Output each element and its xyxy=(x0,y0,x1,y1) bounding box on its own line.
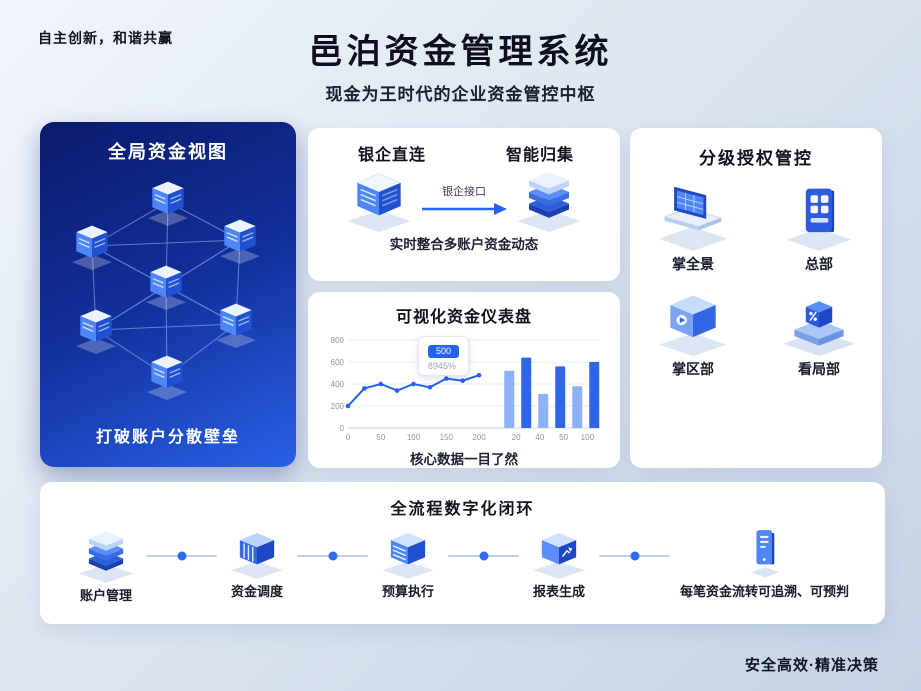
process-connector xyxy=(297,555,368,557)
phone-trace-icon xyxy=(735,527,795,579)
dashboard-caption: 核心数据一目了然 xyxy=(410,452,518,467)
process-panel-title: 全流程数字化闭环 xyxy=(390,501,535,518)
arrow-label: 银企接口 xyxy=(442,185,486,198)
bank-connect-title: 银企直连 xyxy=(358,147,427,164)
svg-text:100: 100 xyxy=(407,433,421,442)
account-node-icon xyxy=(219,218,261,264)
auth-item-label: 掌全景 xyxy=(672,256,714,272)
auth-item-label: 掌区部 xyxy=(672,361,714,377)
auth-panel-title: 分级授权管控 xyxy=(699,149,813,168)
process-connector xyxy=(146,555,217,557)
svg-text:600: 600 xyxy=(331,358,345,367)
page-title: 邑泊资金管理系统 xyxy=(308,33,613,71)
collect-stack-icon xyxy=(514,167,584,232)
global-view-title: 全局资金视图 xyxy=(108,142,228,162)
account-node-icon xyxy=(146,354,188,400)
auth-item-headquarters: 总部 xyxy=(756,183,882,274)
dashboard-panel: 可视化资金仪表盘 0 200 400 600 800 0 50 100 150 200 20 40 50… xyxy=(308,292,620,468)
laptop-icon xyxy=(653,183,733,251)
bank-server-icon xyxy=(344,167,414,232)
process-step-label: 账户管理 xyxy=(79,588,132,603)
svg-text:40: 40 xyxy=(535,433,544,442)
process-panel: 全流程数字化闭环 账户管理 资金调度 预算执行 报表生成 每笔资金流转可追溯、可… xyxy=(40,482,885,624)
bank-connect-panel: 银企直连 智能归集 银企接口 实时整合多账户资金动态 xyxy=(308,128,620,281)
auth-item-label: 总部 xyxy=(805,256,833,272)
process-step-budget: 预算执行 xyxy=(378,527,438,600)
flow-arrow-icon xyxy=(422,202,507,215)
process-step-report: 报表生成 xyxy=(529,527,589,600)
bank-panel-caption: 实时整合多账户资金动态 xyxy=(389,237,539,252)
smart-collect-title: 智能归集 xyxy=(505,147,574,164)
report-cube-icon xyxy=(529,527,589,579)
line-bar-chart: 0 200 400 600 800 0 50 100 150 200 20 40 50 100 xyxy=(331,336,600,442)
svg-text:0: 0 xyxy=(340,424,345,433)
process-step-dispatch: 资金调度 xyxy=(227,527,287,600)
tablet-grid-icon xyxy=(779,183,859,251)
process-step-label: 报表生成 xyxy=(532,584,585,599)
process-step-accounts: 账户管理 xyxy=(76,527,136,604)
process-step-trace: 每笔资金流转可追溯、可预判 xyxy=(680,527,849,600)
chart-legend: 500 8945% xyxy=(418,336,470,376)
svg-text:200: 200 xyxy=(472,433,486,442)
process-step-label: 资金调度 xyxy=(230,584,283,599)
fund-box-icon xyxy=(227,527,287,579)
account-node-icon xyxy=(75,308,117,354)
legend-secondary-value: 8945% xyxy=(428,361,457,371)
account-node-icon xyxy=(147,180,189,226)
page-subtitle: 现金为王时代的企业资金管控中枢 xyxy=(325,85,596,104)
auth-panel: 分级授权管控 掌全景 总部 掌区部 看局部 xyxy=(630,128,882,468)
svg-text:200: 200 xyxy=(331,402,345,411)
auth-item-region: 掌区部 xyxy=(630,288,756,379)
process-step-label: 每笔资金流转可追溯、可预判 xyxy=(680,584,850,599)
svg-text:400: 400 xyxy=(331,380,345,389)
budget-doc-icon xyxy=(378,527,438,579)
dashboard-title: 可视化资金仪表盘 xyxy=(395,309,532,326)
process-connector xyxy=(599,555,670,557)
account-node-icon xyxy=(71,224,113,270)
account-node-icon xyxy=(215,302,257,348)
layers-stack-icon xyxy=(76,527,136,583)
legend-primary-value: 500 xyxy=(428,345,460,358)
svg-text:800: 800 xyxy=(331,336,345,345)
auth-item-full-view: 掌全景 xyxy=(630,183,756,274)
account-node-icon xyxy=(145,264,187,310)
global-view-caption: 打破账户分散壁垒 xyxy=(95,429,240,446)
svg-text:150: 150 xyxy=(440,433,454,442)
process-connector xyxy=(448,555,519,557)
corner-slogan: 自主创新，和谐共赢 xyxy=(38,30,173,46)
auth-item-label: 看局部 xyxy=(798,361,840,377)
svg-text:50: 50 xyxy=(559,433,568,442)
svg-text:50: 50 xyxy=(376,433,385,442)
cube-icon xyxy=(653,288,733,356)
svg-text:100: 100 xyxy=(581,433,595,442)
global-view-panel: 全局资金视图 打破账户分散壁垒 xyxy=(40,122,296,467)
auth-item-local: 看局部 xyxy=(756,288,882,379)
process-step-label: 预算执行 xyxy=(381,584,434,599)
footer-slogan: 安全高效·精准决策 xyxy=(745,657,879,674)
fund-dashboard-chart: 0 200 400 600 800 0 50 100 150 200 20 40 50 100 500 8… xyxy=(320,330,608,446)
podium-chart-icon xyxy=(779,288,859,356)
svg-text:0: 0 xyxy=(346,433,351,442)
account-network-graph xyxy=(71,180,261,400)
svg-text:20: 20 xyxy=(512,433,521,442)
